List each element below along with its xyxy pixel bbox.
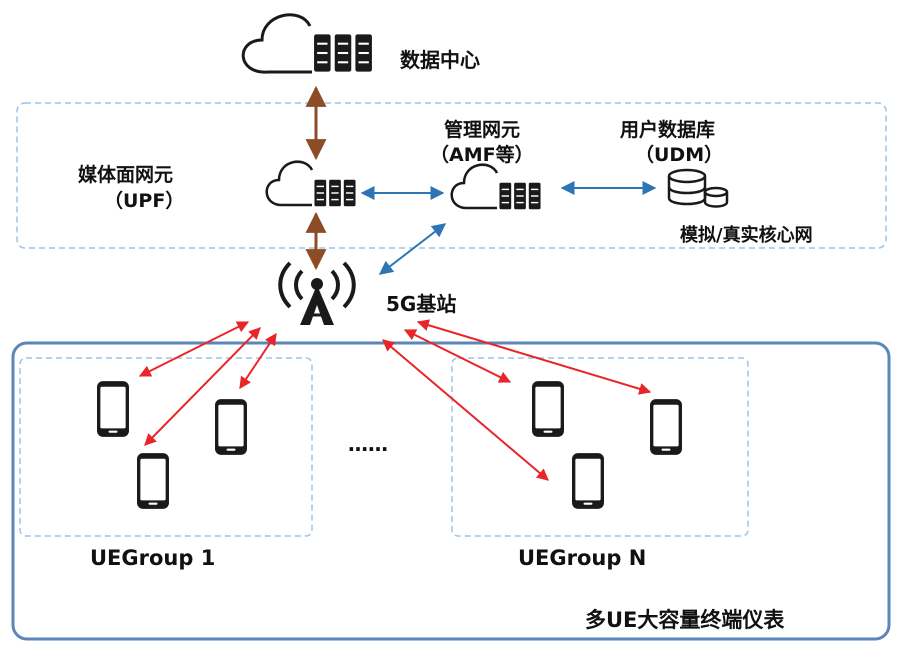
udm-abbr-label: （UDM） xyxy=(635,144,724,166)
data-center-icon xyxy=(241,13,373,74)
base-station-label: 5G基站 xyxy=(386,292,457,316)
core-network-box xyxy=(16,102,887,249)
smartphone-icon xyxy=(532,381,564,437)
ellipsis-label: …… xyxy=(348,432,388,456)
smartphone-icon xyxy=(137,453,169,509)
ue-group-n-box xyxy=(451,357,749,537)
udm-name-label: 用户数据库 xyxy=(620,119,716,141)
database-icon xyxy=(667,168,729,208)
amf-name-label: 管理网元 xyxy=(444,119,521,141)
upf-name-label: 媒体面网元 xyxy=(78,164,174,186)
ue-group-n-label: UEGroup N xyxy=(518,546,647,570)
ue-group-1-label: UEGroup 1 xyxy=(90,546,216,570)
smartphone-icon xyxy=(650,399,682,455)
smartphone-icon xyxy=(215,399,247,455)
ue-group-1-box xyxy=(19,357,313,537)
amf-cloud-server-icon xyxy=(450,163,542,210)
upf-abbr-label: （UPF） xyxy=(104,190,185,212)
upf-cloud-server-icon xyxy=(265,160,357,207)
antenna-tower-icon xyxy=(278,261,356,325)
amf-basestation-link xyxy=(378,223,447,275)
instrument-label: 多UE大容量终端仪表 xyxy=(585,608,785,632)
amf-abbr-label: （AMF等） xyxy=(430,144,534,166)
smartphone-icon xyxy=(572,453,604,509)
smartphone-icon xyxy=(97,381,129,437)
data-center-label: 数据中心 xyxy=(400,48,480,72)
core-network-label: 模拟/真实核心网 xyxy=(680,225,813,246)
radio-links-group-1 xyxy=(138,321,277,446)
radio-links-group-n xyxy=(382,319,652,481)
